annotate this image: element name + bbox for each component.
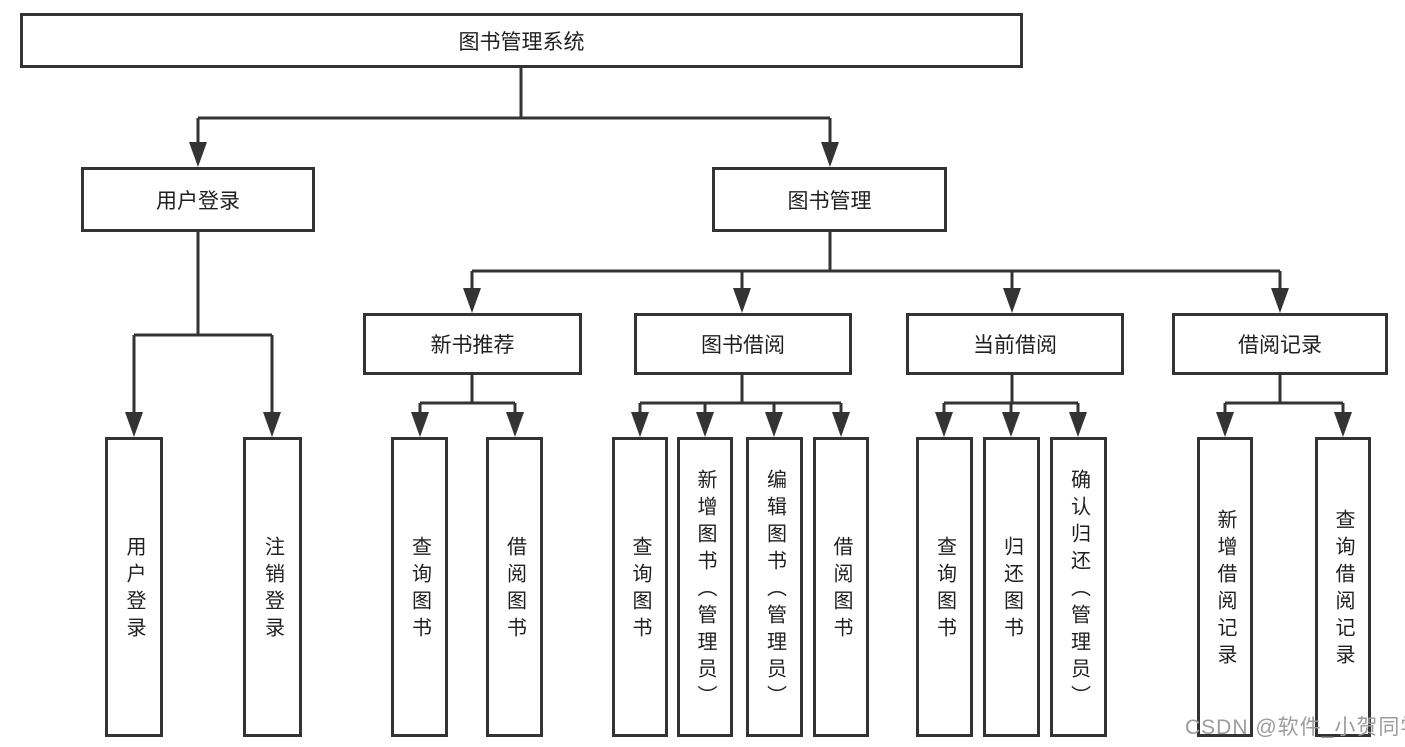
arrowhead-icon [125,412,143,437]
arrowhead-icon [1271,288,1289,313]
connector-new-book-children [411,375,524,437]
leaf-add-books-admin: 新增图书（管理员） [677,437,733,737]
node-new-book-recommend-label: 新书推荐 [430,334,515,357]
leaf-current-query-books-label: 查询图书 [933,536,956,644]
arrowhead-icon [411,412,429,437]
node-user-login: 用户登录 [81,167,315,232]
leaf-newbook-borrow-books-label: 借阅图书 [503,536,526,644]
arrowhead-icon [765,412,783,437]
arrowhead-icon [1069,412,1087,437]
node-user-login-label: 用户登录 [156,189,240,213]
node-current-borrow: 当前借阅 [906,313,1124,375]
arrowhead-icon [506,412,524,437]
leaf-newbook-borrow-books: 借阅图书 [486,437,543,737]
connector-current-borrow-children [935,375,1087,437]
node-book-management-label: 图书管理 [787,189,872,213]
node-borrow-record-label: 借阅记录 [1238,334,1322,357]
arrowhead-icon [631,412,649,437]
leaf-confirm-return-admin: 确认归还（管理员） [1050,437,1107,737]
node-book-borrow-label: 图书借阅 [701,334,785,357]
node-root-label: 图书管理系统 [458,30,585,54]
leaf-add-borrow-record: 新增借阅记录 [1197,437,1253,737]
leaf-borrow-books-label: 借阅图书 [830,536,852,644]
arrowhead-icon [733,288,751,313]
connector-root-to-level2 [189,68,839,167]
arrowhead-icon [1002,412,1020,437]
leaf-borrow-query-books: 查询图书 [612,437,668,737]
node-root: 图书管理系统 [20,13,1023,68]
leaf-borrow-query-books-label: 查询图书 [629,536,651,644]
arrowhead-icon [263,412,281,437]
connector-user-login-children [125,232,281,437]
leaf-return-books-label: 归还图书 [1000,536,1023,644]
arrowhead-icon [463,288,481,313]
arrowhead-icon [189,142,207,167]
leaf-newbook-query-books-label: 查询图书 [408,536,431,644]
arrowhead-icon [832,412,850,437]
node-book-management: 图书管理 [712,167,947,232]
leaf-borrow-books: 借阅图书 [813,437,869,737]
leaf-query-borrow-record-label: 查询借阅记录 [1332,509,1354,671]
leaf-edit-books-admin-label: 编辑图书（管理员） [763,468,786,712]
connector-borrow-record-children [1216,375,1352,437]
arrowhead-icon [1216,412,1234,437]
leaf-return-books: 归还图书 [983,437,1040,737]
leaf-newbook-query-books: 查询图书 [391,437,448,737]
leaf-logout-label: 注销登录 [261,536,284,644]
node-borrow-record: 借阅记录 [1172,313,1388,375]
leaf-add-borrow-record-label: 新增借阅记录 [1214,509,1236,671]
node-book-borrow: 图书借阅 [634,313,852,375]
leaf-add-books-admin-label: 新增图书（管理员） [694,468,716,712]
leaf-current-query-books: 查询图书 [916,437,973,737]
arrowhead-icon [696,412,714,437]
leaf-edit-books-admin: 编辑图书（管理员） [746,437,803,737]
arrowhead-icon [1334,412,1352,437]
node-current-borrow-label: 当前借阅 [973,334,1057,357]
node-new-book-recommend: 新书推荐 [363,313,582,375]
arrowhead-icon [1003,288,1021,313]
leaf-query-borrow-record: 查询借阅记录 [1315,437,1371,737]
leaf-confirm-return-admin-label: 确认归还（管理员） [1067,468,1090,712]
leaf-user-login: 用户登录 [105,437,163,737]
leaf-user-login-label: 用户登录 [123,536,145,644]
arrowhead-icon [821,142,839,167]
connector-book-borrow-children [631,375,850,437]
connector-book-mgmt-children [463,232,1289,313]
leaf-logout: 注销登录 [243,437,302,737]
csdn-watermark: CSDN @软件_小贺同学 [1185,716,1405,739]
arrowhead-icon [935,412,953,437]
